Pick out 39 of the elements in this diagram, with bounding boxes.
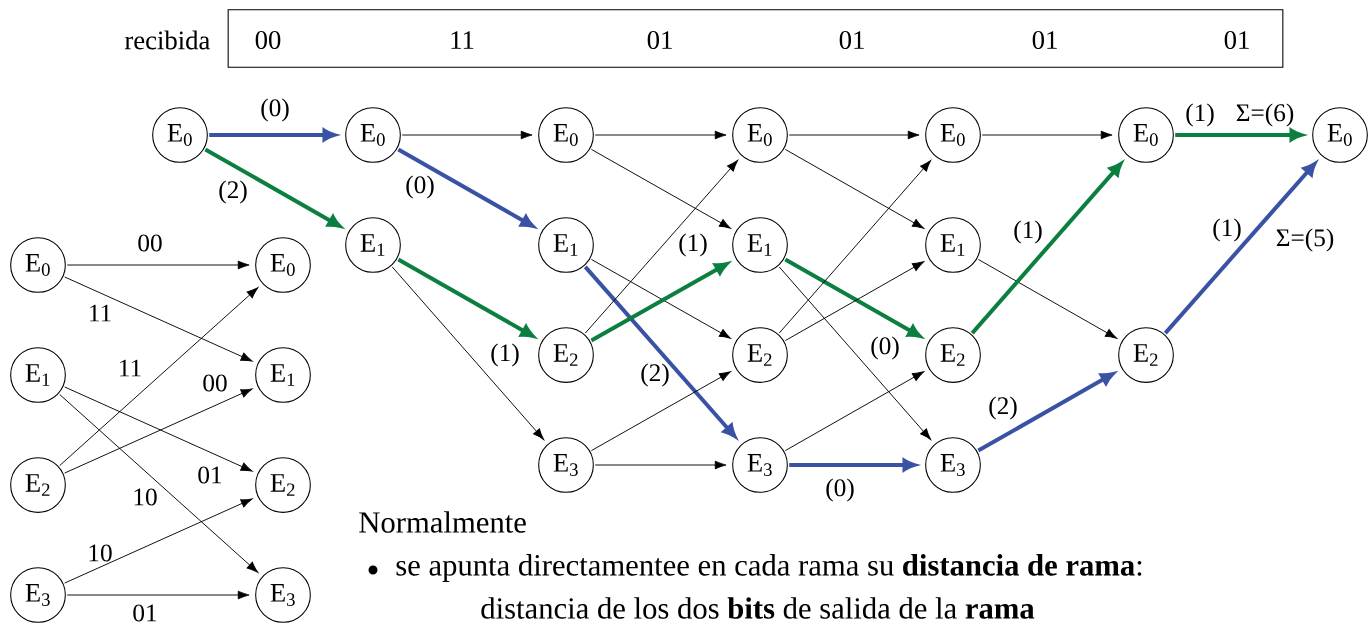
edge-label: 00 — [138, 234, 162, 252]
bit-pair-text: 01 — [1224, 31, 1249, 49]
bit-pair-text: 01 — [839, 31, 864, 49]
edge-label: (1) — [679, 233, 707, 257]
arrow — [64, 276, 253, 362]
edge-label: 10 — [134, 488, 157, 506]
edge-label: (0) — [871, 336, 899, 360]
edge-label: (0) — [261, 98, 289, 122]
arrow — [401, 130, 533, 140]
edge-label: 01 — [198, 466, 222, 484]
bullet-text: se apunta directamentee en cada rama su distancia de rama: — [396, 554, 1142, 582]
heading-text: Normalmente — [359, 511, 526, 533]
bit-pair-text: 01 — [647, 31, 672, 49]
bit-pair-text: 00 — [255, 31, 281, 49]
arrow — [788, 130, 920, 140]
bit-pair-text: 01 — [1032, 31, 1057, 49]
edge-label: (1) — [491, 343, 519, 367]
arrow — [59, 287, 259, 466]
arrow — [981, 130, 1113, 140]
arrow — [594, 130, 727, 140]
edge-label: (1) — [1186, 103, 1214, 127]
bit-pair-text: 11 — [451, 31, 474, 49]
row-label: recibida — [124, 30, 210, 50]
arrow — [784, 149, 924, 229]
arrow — [66, 590, 250, 600]
arrow — [66, 260, 250, 270]
arrow — [64, 498, 253, 584]
sub-item-text: distancia de los dos bits de salida de la rama — [481, 597, 1035, 619]
arrow — [784, 371, 924, 451]
arrow — [59, 394, 259, 573]
edge-label: 00 — [203, 374, 227, 392]
edge-label: 10 — [89, 544, 112, 562]
arrow — [594, 460, 727, 470]
edge-label: 01 — [133, 604, 157, 622]
edge-label: (0) — [826, 478, 854, 502]
edge-label: 11 — [90, 304, 111, 322]
arrow — [590, 148, 731, 229]
edge-label: 11 — [120, 359, 141, 377]
sigma-label: Σ=(6) — [1236, 103, 1294, 127]
